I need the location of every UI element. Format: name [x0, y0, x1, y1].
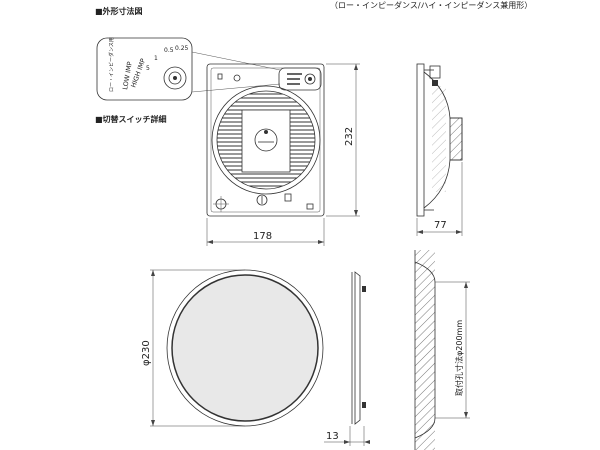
- side-view: [416, 63, 463, 217]
- tap-value-1: 1: [154, 55, 158, 62]
- depth-dimension: 77: [416, 162, 463, 236]
- width-value: 178: [253, 231, 272, 242]
- diameter-dimension: φ230: [141, 269, 245, 427]
- switch-small-icon: [287, 73, 316, 85]
- switch-detail-title: ■切替スイッチ詳細: [95, 114, 167, 124]
- diameter-value: φ230: [141, 340, 152, 366]
- switch-detail-inset: ロー・インピーダンス用 HIGH IMP LOW IMP 5 1 0.5 0.2…: [96, 37, 281, 101]
- grille-depth-dimension: 13: [324, 426, 370, 446]
- grille-side-view: [351, 271, 366, 425]
- grille-front-view: [166, 269, 324, 427]
- cutout-section: 取付孔寸法φ200mm: [414, 250, 470, 450]
- outline-title: ■外形寸法図: [95, 6, 143, 16]
- grille-depth-value: 13: [326, 431, 339, 442]
- front-view: [206, 63, 325, 217]
- selector-switch-icon: [163, 66, 187, 90]
- tap-note-label: ロー・インピーダンス用: [108, 37, 115, 92]
- speaker-icon: [211, 85, 321, 195]
- cutout-value: 取付孔寸法φ200mm: [454, 320, 464, 396]
- tap-note-group: ロー・インピーダンス用: [108, 37, 115, 92]
- depth-value: 77: [434, 220, 447, 231]
- tap-value-05: 0.5: [164, 47, 174, 54]
- height-value: 232: [344, 127, 355, 146]
- tap-value-025: 0.25: [175, 45, 189, 52]
- width-dimension: 178: [206, 218, 325, 246]
- tap-value-5: 5: [146, 65, 150, 72]
- volume-knob-icon: [213, 196, 229, 212]
- height-dimension: 232: [326, 63, 360, 217]
- terminal-icon: [256, 193, 314, 210]
- model-type-caption: （ロー・インピーダンス/ハイ・インピーダンス兼用形）: [330, 0, 532, 10]
